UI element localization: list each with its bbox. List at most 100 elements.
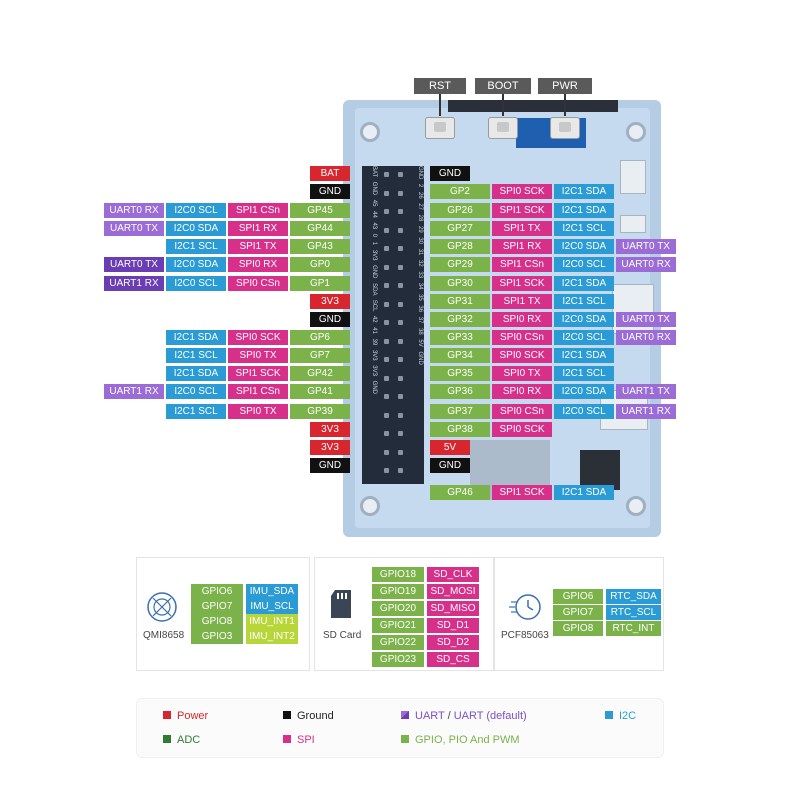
pin-label-right: GP32: [430, 312, 490, 327]
uart-swatch: [401, 711, 409, 719]
header-pin: [398, 283, 403, 288]
pin-label-right: GP36: [430, 384, 490, 399]
pin-label-right: GP37: [430, 404, 490, 419]
power-swatch: [163, 711, 171, 719]
panel-function-label: SD_MISO: [427, 601, 479, 616]
pin-label-left: GP6: [290, 330, 350, 345]
pin-label-right: GP28: [430, 239, 490, 254]
rst-button[interactable]: [425, 117, 455, 139]
header-pin: [384, 172, 389, 177]
pin-label-right: UART0 RX: [616, 257, 676, 272]
header-pin: [384, 283, 389, 288]
header-pin: [398, 431, 403, 436]
pin-label-left: UART0 TX: [104, 221, 164, 236]
pin-label-right: SPI0 RX: [492, 312, 552, 327]
panel-gpio-label: GPIO7: [553, 605, 603, 620]
panel-gpio-label: GPIO20: [372, 601, 424, 616]
pin-label-left: SPI1 SCK: [228, 366, 288, 381]
pin-label-right: SPI1 SCK: [492, 485, 552, 500]
pin-label-right: I2C1 SDA: [554, 485, 614, 500]
pwr-leader: [564, 94, 566, 116]
header-pin: [384, 412, 389, 418]
header-pin: [398, 246, 403, 251]
pin-label-left: SPI1 RX: [228, 221, 288, 236]
pin-label-right: SPI0 CSn: [492, 404, 552, 419]
header-pin: [398, 320, 403, 325]
legend-power: Power: [163, 709, 208, 723]
pin-label-left: UART0 RX: [104, 203, 164, 218]
pin-label-right: UART1 TX: [616, 384, 676, 399]
panel-function-label: SD_D2: [427, 635, 479, 650]
legend-gpio-label: GPIO, PIO And PWM: [415, 734, 520, 746]
legend-ground: Ground: [283, 709, 334, 723]
pin-label-left: SPI1 TX: [228, 239, 288, 254]
pin-label-left: I2C1 SCL: [166, 239, 226, 254]
pin-label-right: GP34: [430, 348, 490, 363]
pin-label-right: I2C1 SCL: [554, 366, 614, 381]
panel-gpio-label: GPIO3: [191, 629, 243, 644]
pin-label-left: GP0: [290, 257, 350, 272]
legend-gpio: GPIO, PIO And PWM: [401, 733, 520, 747]
boot-button[interactable]: [488, 117, 518, 139]
pwr-button[interactable]: [550, 117, 580, 139]
pin-label-left: 3V3: [310, 422, 350, 437]
pin-label-right: I2C0 SCL: [554, 330, 614, 345]
pin-label-right: SPI1 CSn: [492, 257, 552, 272]
imu-name: QMI8658: [143, 630, 185, 641]
boot-button-tag: BOOT: [475, 78, 531, 94]
panel-function-label: IMU_SCL: [246, 599, 298, 614]
header-pin: [398, 172, 403, 177]
pin-label-right: SPI0 TX: [492, 366, 552, 381]
header-pin: [398, 468, 403, 473]
rst-leader: [439, 94, 441, 116]
pin-label-right: GP33: [430, 330, 490, 345]
pin-label-left: 3V3: [310, 440, 350, 455]
ground-swatch: [283, 711, 291, 719]
pin-label-right: SPI0 CSn: [492, 330, 552, 345]
rst-label: RST: [429, 80, 451, 92]
header-pin: [384, 357, 389, 362]
legend-uart-sep: /: [447, 710, 451, 722]
panel-gpio-label: GPIO6: [553, 589, 603, 604]
pin-label-left: GP43: [290, 239, 350, 254]
panel-function-label: SD_CLK: [427, 567, 479, 582]
legend-ground-label: Ground: [297, 710, 334, 722]
legend-adc-label: ADC: [177, 734, 201, 746]
panel-function-label: IMU_INT1: [246, 614, 298, 629]
legend: Power Ground UART / UART (default) I2C A…: [136, 698, 664, 758]
pin-label-right: I2C1 SDA: [554, 203, 614, 218]
panel-gpio-label: GPIO21: [372, 618, 424, 633]
top-connector-strip: [448, 100, 618, 112]
pin-label-right: GP31: [430, 294, 490, 309]
pin-label-right: 5V: [430, 440, 470, 455]
legend-spi: SPI: [283, 733, 315, 747]
mount-hole: [626, 122, 646, 142]
panel-function-label: RTC_SCL: [606, 605, 661, 620]
pin-label-left: SPI1 CSn: [228, 203, 288, 218]
small-connector: [620, 215, 646, 233]
rtc-name: PCF85063: [501, 630, 549, 641]
boot-label: BOOT: [487, 80, 519, 92]
header-pin: [398, 209, 403, 214]
gpio-swatch: [401, 735, 409, 743]
pin-label-right: UART0 RX: [616, 330, 676, 345]
pin-label-right: SPI1 SCK: [492, 276, 552, 291]
pin-label-left: I2C1 SCL: [166, 348, 226, 363]
pin-label-left: GND: [310, 184, 350, 199]
spi-swatch: [283, 735, 291, 743]
panel-gpio-label: GPIO8: [191, 614, 243, 629]
pin-label-left: GP42: [290, 366, 350, 381]
ic-chip: [580, 450, 620, 490]
pin-label-left: GP1: [290, 276, 350, 291]
pin-label-left: GP7: [290, 348, 350, 363]
header-pin: [384, 338, 389, 344]
pin-label-right: GP29: [430, 257, 490, 272]
header-pin: [398, 227, 403, 233]
pin-label-right: SPI0 SCK: [492, 422, 552, 437]
panel-gpio-label: GPIO19: [372, 584, 424, 599]
pwr-button-tag: PWR: [538, 78, 592, 94]
header-pin: [398, 357, 403, 362]
header-right-pin-numbers: GND 2 26 27 28 29 30 31 32 33 34 35 36 3…: [417, 166, 423, 365]
